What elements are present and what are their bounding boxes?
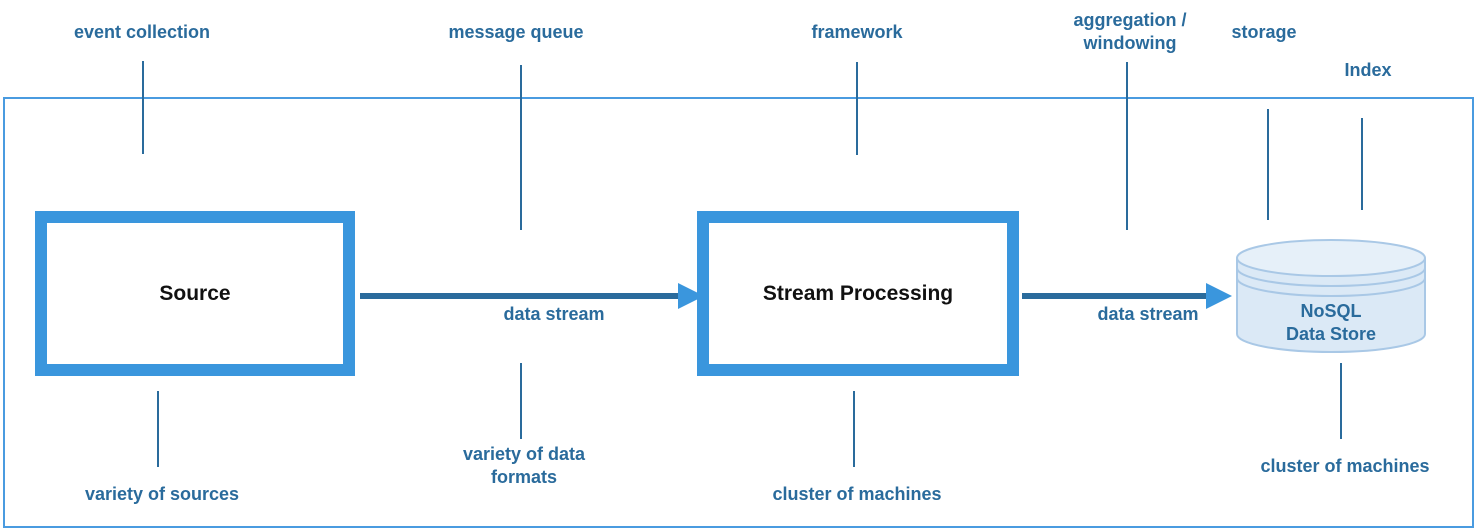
label-formats-line2: formats bbox=[490, 467, 557, 487]
edge-label-data-stream-1: data stream bbox=[503, 304, 605, 324]
connector-index bbox=[1361, 118, 1363, 210]
label-cluster-of-machines-2: cluster of machines bbox=[1260, 456, 1430, 476]
connector-cluster-1 bbox=[853, 391, 855, 467]
database-icon bbox=[1236, 239, 1426, 353]
label-formats-line1: variety of data bbox=[462, 444, 586, 464]
source-box: Source bbox=[35, 211, 355, 376]
label-cluster-of-machines-1: cluster of machines bbox=[772, 484, 942, 504]
label-aggregation-line2: windowing bbox=[1083, 33, 1177, 53]
label-variety-of-sources: variety of sources bbox=[84, 484, 240, 504]
connector-event-collection bbox=[142, 61, 144, 154]
stream-processing-box: Stream Processing bbox=[697, 211, 1019, 376]
datastore-label-line2: Data Store bbox=[1285, 324, 1377, 344]
label-index: Index bbox=[1344, 60, 1392, 80]
connector-data-formats bbox=[520, 363, 522, 439]
label-message-queue: message queue bbox=[448, 22, 584, 42]
connector-variety-sources bbox=[157, 391, 159, 467]
label-aggregation: aggregation / windowing bbox=[1030, 9, 1230, 55]
label-framework: framework bbox=[811, 22, 903, 42]
connector-aggregation bbox=[1126, 62, 1128, 230]
connector-storage bbox=[1267, 109, 1269, 220]
label-aggregation-line1: aggregation / bbox=[1073, 10, 1187, 30]
datastore-label: NoSQL Data Store bbox=[1234, 300, 1428, 346]
edge-label-data-stream-2: data stream bbox=[1097, 304, 1199, 324]
arrow-source-to-processing bbox=[360, 283, 704, 309]
connector-message-queue bbox=[520, 65, 522, 230]
label-storage: storage bbox=[1231, 22, 1297, 42]
connector-framework bbox=[856, 62, 858, 155]
label-variety-of-data-formats: variety of data formats bbox=[424, 443, 624, 489]
connector-cluster-2 bbox=[1340, 363, 1342, 439]
datastore-label-line1: NoSQL bbox=[1300, 301, 1362, 321]
label-event-collection: event collection bbox=[73, 22, 211, 42]
stream-processing-title: Stream Processing bbox=[762, 281, 954, 305]
arrow-processing-to-datastore bbox=[1022, 283, 1232, 309]
diagram-frame bbox=[3, 97, 1474, 528]
source-title: Source bbox=[159, 281, 231, 305]
